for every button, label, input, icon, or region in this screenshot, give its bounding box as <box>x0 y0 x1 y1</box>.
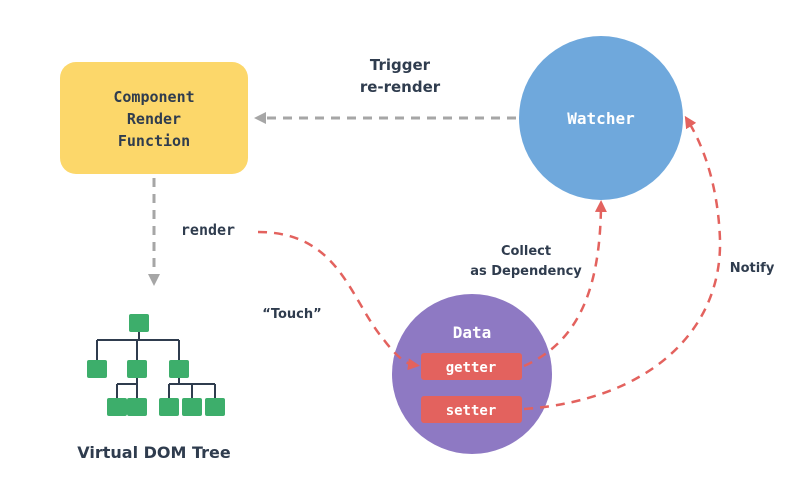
vdom-node <box>129 314 149 332</box>
component-render-function-node: Component Render Function <box>60 62 248 174</box>
vdom-node <box>87 360 107 378</box>
collect-dependency-arrow <box>523 200 607 368</box>
component-box <box>60 62 248 174</box>
vdom-node <box>107 398 127 416</box>
data-label: Data <box>453 323 492 342</box>
vdom-caption: Virtual DOM Tree <box>77 443 231 462</box>
component-title-line-2: Render <box>127 110 181 128</box>
vdom-node <box>127 398 147 416</box>
notify-arrow <box>523 115 722 411</box>
touch-label: “Touch” <box>262 307 321 322</box>
trigger-label-line-1: Trigger <box>370 56 431 74</box>
data-node: Data getter setter <box>392 294 552 454</box>
setter-label: setter <box>446 403 497 419</box>
vdom-node <box>169 360 189 378</box>
setter-pill <box>421 396 522 423</box>
watcher-circle <box>519 36 683 200</box>
getter-pill <box>421 353 522 380</box>
notify-label: Notify <box>730 261 775 276</box>
virtual-dom-tree <box>96 325 216 398</box>
watcher-node: Watcher <box>519 36 683 200</box>
collect-label-line-1: Collect <box>501 244 551 259</box>
vdom-nodes <box>87 314 225 416</box>
trigger-label-line-2: re-render <box>360 78 441 96</box>
component-title-line-1: Component <box>113 88 194 106</box>
vdom-node <box>205 398 225 416</box>
touch-arrow <box>257 230 420 371</box>
collect-label-line-2: as Dependency <box>470 264 582 279</box>
vdom-node <box>127 360 147 378</box>
getter-label: getter <box>446 360 497 376</box>
watcher-label: Watcher <box>567 109 634 128</box>
component-title-line-3: Function <box>118 132 190 150</box>
vdom-node <box>182 398 202 416</box>
vdom-node <box>159 398 179 416</box>
render-label: render <box>181 221 235 239</box>
